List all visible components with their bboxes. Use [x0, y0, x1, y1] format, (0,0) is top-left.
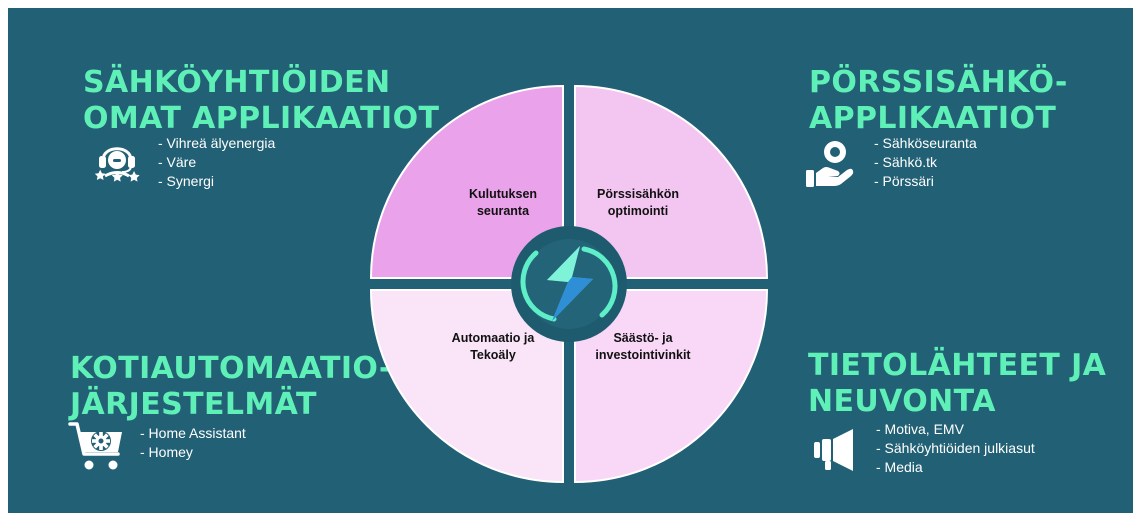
label-automaatio-ja-tekoaly: Automaatio ja Tekoäly — [438, 330, 548, 364]
label-line: Automaatio ja — [451, 331, 535, 345]
label-line: Säästö- ja — [613, 331, 673, 345]
app-list-top-left: - Vihreä älyenergia - Väre - Synergi — [158, 134, 275, 191]
list-item: - Sähkö.tk — [874, 154, 938, 170]
quadrant-spot-price-optimization — [574, 84, 769, 279]
label-line: Tekoäly — [470, 348, 516, 362]
title-porssisahko-applikaatiot: PÖRSSISÄHKÖ- APPLIKAATIOT — [809, 65, 1068, 137]
title-line: PÖRSSISÄHKÖ- — [809, 65, 1068, 100]
label-line: investointivinkit — [595, 348, 691, 362]
label-saasto-ja-investointivinkit: Säästö- ja investointivinkit — [578, 330, 708, 364]
list-item: - Homey — [140, 444, 193, 460]
customer-service-icon — [94, 147, 140, 182]
title-line: SÄHKÖYHTIÖIDEN — [83, 65, 391, 100]
list-item: - Sähköyhtiöiden julkiasut — [876, 440, 1035, 456]
diagram-panel: SÄHKÖYHTIÖIDEN OMAT APPLIKAATIOT - Vihre… — [8, 8, 1133, 513]
quadrant-savings-investment-tips — [574, 289, 769, 484]
lightning-bolt-icon — [520, 246, 618, 322]
title-line: JÄRJESTELMÄT — [70, 387, 317, 422]
title-line: APPLIKAATIOT — [809, 101, 1057, 136]
label-line: seuranta — [476, 204, 530, 218]
label-line: optimointi — [607, 204, 669, 218]
label-kulutuksen-seuranta: Kulutuksen seuranta — [453, 186, 553, 220]
title-line: KOTIAUTOMAATIO- — [70, 351, 392, 386]
label-line: Kulutuksen — [468, 187, 538, 201]
quadrant-automation-ai — [369, 289, 564, 484]
app-list-top-right: - Sähköseuranta - Sähkö.tk - Pörssäri — [874, 134, 977, 191]
title-kotiautomaatiojarjestelmat: KOTIAUTOMAATIO- JÄRJESTELMÄT — [70, 351, 392, 423]
list-item: - Media — [876, 459, 923, 475]
list-item: - Synergi — [158, 173, 215, 189]
megaphone-icon — [814, 429, 853, 471]
label-line: Pörssisähkön — [597, 187, 679, 201]
title-tietolahteet-ja-neuvonta: TIETOLÄHTEET JA NEUVONTA — [808, 348, 1106, 420]
list-item: - Väre — [158, 154, 197, 170]
app-list-bottom-left: - Home Assistant - Homey — [140, 424, 246, 462]
title-line: TIETOLÄHTEET JA — [808, 348, 1107, 383]
cart-gear-icon — [68, 422, 122, 470]
quadrant-consumption-monitoring — [369, 84, 564, 279]
hand-coin-icon — [806, 141, 854, 187]
app-list-bottom-right: - Motiva, EMV - Sähköyhtiöiden julkiasut… — [876, 420, 1035, 477]
title-line: NEUVONTA — [808, 384, 996, 419]
list-item: - Home Assistant — [140, 425, 246, 441]
quadrant-wheel — [369, 84, 769, 484]
list-item: - Motiva, EMV — [876, 421, 964, 437]
title-line: OMAT APPLIKAATIOT — [83, 101, 440, 136]
list-item: - Vihreä älyenergia — [158, 135, 276, 151]
list-item: - Pörssäri — [874, 173, 934, 189]
title-sahkoyhtioiden-omat-applikaatiot: SÄHKÖYHTIÖIDEN OMAT APPLIKAATIOT — [83, 65, 439, 137]
label-porssisahkon-optimointi: Pörssisähkön optimointi — [578, 186, 698, 220]
list-item: - Sähköseuranta — [874, 135, 977, 151]
